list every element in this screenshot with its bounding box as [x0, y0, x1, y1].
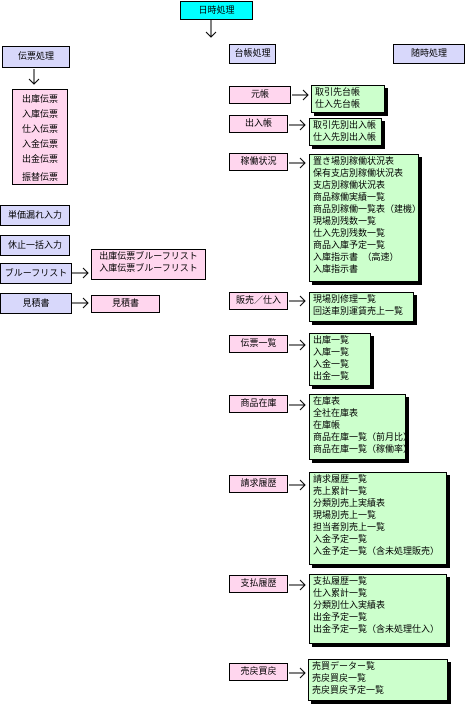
ledger-item[interactable]: 現場別残数一覧 [313, 217, 377, 227]
ledger-item[interactable]: 保有支店別稼働状況表 [313, 169, 404, 179]
ledger-label-seikyu[interactable]: 請求履歴 [229, 475, 288, 493]
ledger-items-zaiko: 在庫表 全社在庫表 在庫帳 商品在庫一覧（前月比） 商品在庫一覧（稼働率） [309, 394, 406, 460]
ledger-item[interactable]: 現場別売上一覧 [313, 511, 377, 521]
ledger-item[interactable]: 支払履歴一覧 [313, 577, 368, 587]
proof-list-button[interactable]: ブルーフリスト [0, 263, 72, 284]
ledger-item[interactable]: 入金予定一覧 [313, 535, 368, 545]
ledger-item[interactable]: 出金予定一覧（含未処理仕入） [313, 625, 440, 635]
ledger-item[interactable]: 現場別修理一覧 [313, 295, 377, 305]
ledger-item[interactable]: 売戻買戻一覧 [312, 674, 367, 684]
ledger-item[interactable]: 分類別売上実績表 [313, 499, 386, 509]
ledger-item[interactable]: 在庫帳 [313, 421, 341, 431]
ledger-items-seikyu: 請求履歴一覧 売上累計一覧 分類別売上実績表 現場別売上一覧 担当者別売上一覧 … [309, 472, 447, 565]
ledger-item[interactable]: 商品在庫一覧（前月比） [313, 433, 406, 443]
estimate-button[interactable]: 見積書 [0, 293, 72, 314]
denpyo-list: 出庫伝票 入庫伝票 仕入伝票 入金伝票 出金伝票 振替伝票 [12, 89, 68, 185]
tanka-more-button[interactable]: 単価漏れ入力 [0, 205, 70, 226]
ledger-item[interactable]: 支店別稼働状況表 [313, 181, 386, 191]
ledger-item[interactable]: 商品在庫一覧（稼働率） [313, 445, 406, 455]
ledger-item[interactable]: 出庫一覧 [313, 336, 350, 346]
ledger-item[interactable]: 取引先別出入帳 [313, 121, 377, 131]
ledger-label-shiharai[interactable]: 支払履歴 [229, 575, 288, 593]
proof-list-item[interactable]: 出庫伝票ブルーフリスト [99, 252, 198, 262]
ledger-item[interactable]: 入庫一覧 [313, 348, 350, 358]
ledger-label-deiricho[interactable]: 出入帳 [229, 115, 288, 133]
header-denpyo[interactable]: 伝票処理 [2, 46, 70, 68]
daily-processing-box[interactable]: 日時処理 [180, 1, 253, 20]
ledger-item[interactable]: 出金予定一覧 [313, 613, 368, 623]
ledger-item[interactable]: 入金予定一覧（含未処理販売） [313, 547, 440, 557]
ledger-item[interactable]: 商品入庫予定一覧 [313, 241, 386, 251]
ledger-item[interactable]: 入庫指示書 （高速） [313, 253, 399, 263]
ledger-item[interactable]: 在庫表 [313, 397, 341, 407]
proof-list-items: 出庫伝票ブルーフリスト 入庫伝票ブルーフリスト [91, 249, 206, 280]
ledger-items-deiricho: 取引先別出入帳 仕入先別出入帳 [309, 118, 382, 146]
ledger-label-kadou[interactable]: 稼働状況 [229, 153, 288, 171]
denpyo-item[interactable]: 出金伝票 [21, 155, 58, 165]
ledger-label-zaiko[interactable]: 商品在庫 [229, 395, 288, 413]
ledger-label-hanbai[interactable]: 販売／仕入 [229, 292, 288, 310]
ledger-items-denpyo-ichiran: 出庫一覧 入庫一覧 入金一覧 出金一覧 [309, 333, 371, 386]
ledger-label-urimodoshi[interactable]: 売戻買戻 [229, 663, 288, 681]
ledger-item[interactable]: 商品別稼働一覧表（建機） [313, 205, 419, 215]
ledger-item[interactable]: 商品稼働実績一覧 [313, 193, 386, 203]
ledger-items-hanbai: 現場別修理一覧 回送車別運賃売上一覧 [309, 292, 414, 322]
ledger-item[interactable]: 仕入先台帳 [315, 100, 361, 110]
ledger-label-denpyo-ichiran[interactable]: 伝票一覧 [229, 335, 288, 353]
proof-list-item[interactable]: 入庫伝票ブルーフリスト [99, 264, 198, 274]
ledger-item[interactable]: 担当者別売上一覧 [313, 523, 386, 533]
ledger-item[interactable]: 請求履歴一覧 [313, 475, 368, 485]
ledger-item[interactable]: 出金一覧 [313, 372, 350, 382]
ledger-item[interactable]: 置き場別稼働状況表 [313, 157, 395, 167]
ledger-items-kadou: 置き場別稼働状況表 保有支店別稼働状況表 支店別稼働状況表 商品稼働実績一覧 商… [309, 154, 419, 282]
ledger-item[interactable]: 仕入累計一覧 [313, 589, 368, 599]
ledger-item[interactable]: 売戻買戻予定一覧 [312, 686, 385, 696]
ledger-item[interactable]: 売買データー覧 [312, 662, 376, 672]
denpyo-item[interactable]: 振替伝票 [21, 173, 58, 183]
ledger-item[interactable]: 仕入先別出入帳 [313, 133, 377, 143]
estimate-output[interactable]: 見積書 [91, 295, 160, 313]
denpyo-item[interactable]: 入庫伝票 [21, 110, 58, 120]
ledger-label-motocho[interactable]: 元帳 [229, 86, 291, 104]
ledger-items-urimodoshi: 売買データー覧 売戻買戻一覧 売戻買戻予定一覧 [308, 659, 448, 701]
header-zuiji[interactable]: 随時処理 [393, 44, 465, 64]
ledger-items-motocho: 取引先台帳 仕入先台帳 [311, 85, 385, 113]
header-daicho[interactable]: 台帳処理 [229, 44, 276, 64]
ledger-item[interactable]: 仕入先別残数一覧 [313, 229, 386, 239]
denpyo-item[interactable]: 入金伝票 [21, 140, 58, 150]
ledger-item[interactable]: 取引先台帳 [315, 88, 361, 98]
ledger-item[interactable]: 入庫指示書 [313, 265, 359, 275]
ledger-item[interactable]: 売上累計一覧 [313, 487, 368, 497]
kyushi-ikkatsu-button[interactable]: 休止一括入力 [0, 235, 70, 256]
ledger-item[interactable]: 入金一覧 [313, 360, 350, 370]
ledger-items-shiharai: 支払履歴一覧 仕入累計一覧 分類別仕入実績表 出金予定一覧 出金予定一覧（含未処… [309, 574, 447, 644]
denpyo-item[interactable]: 仕入伝票 [21, 125, 58, 135]
ledger-item[interactable]: 回送車別運賃売上一覧 [313, 307, 404, 317]
ledger-item[interactable]: 全社在庫表 [313, 409, 359, 419]
denpyo-item[interactable]: 出庫伝票 [21, 95, 58, 105]
ledger-item[interactable]: 分類別仕入実績表 [313, 601, 386, 611]
